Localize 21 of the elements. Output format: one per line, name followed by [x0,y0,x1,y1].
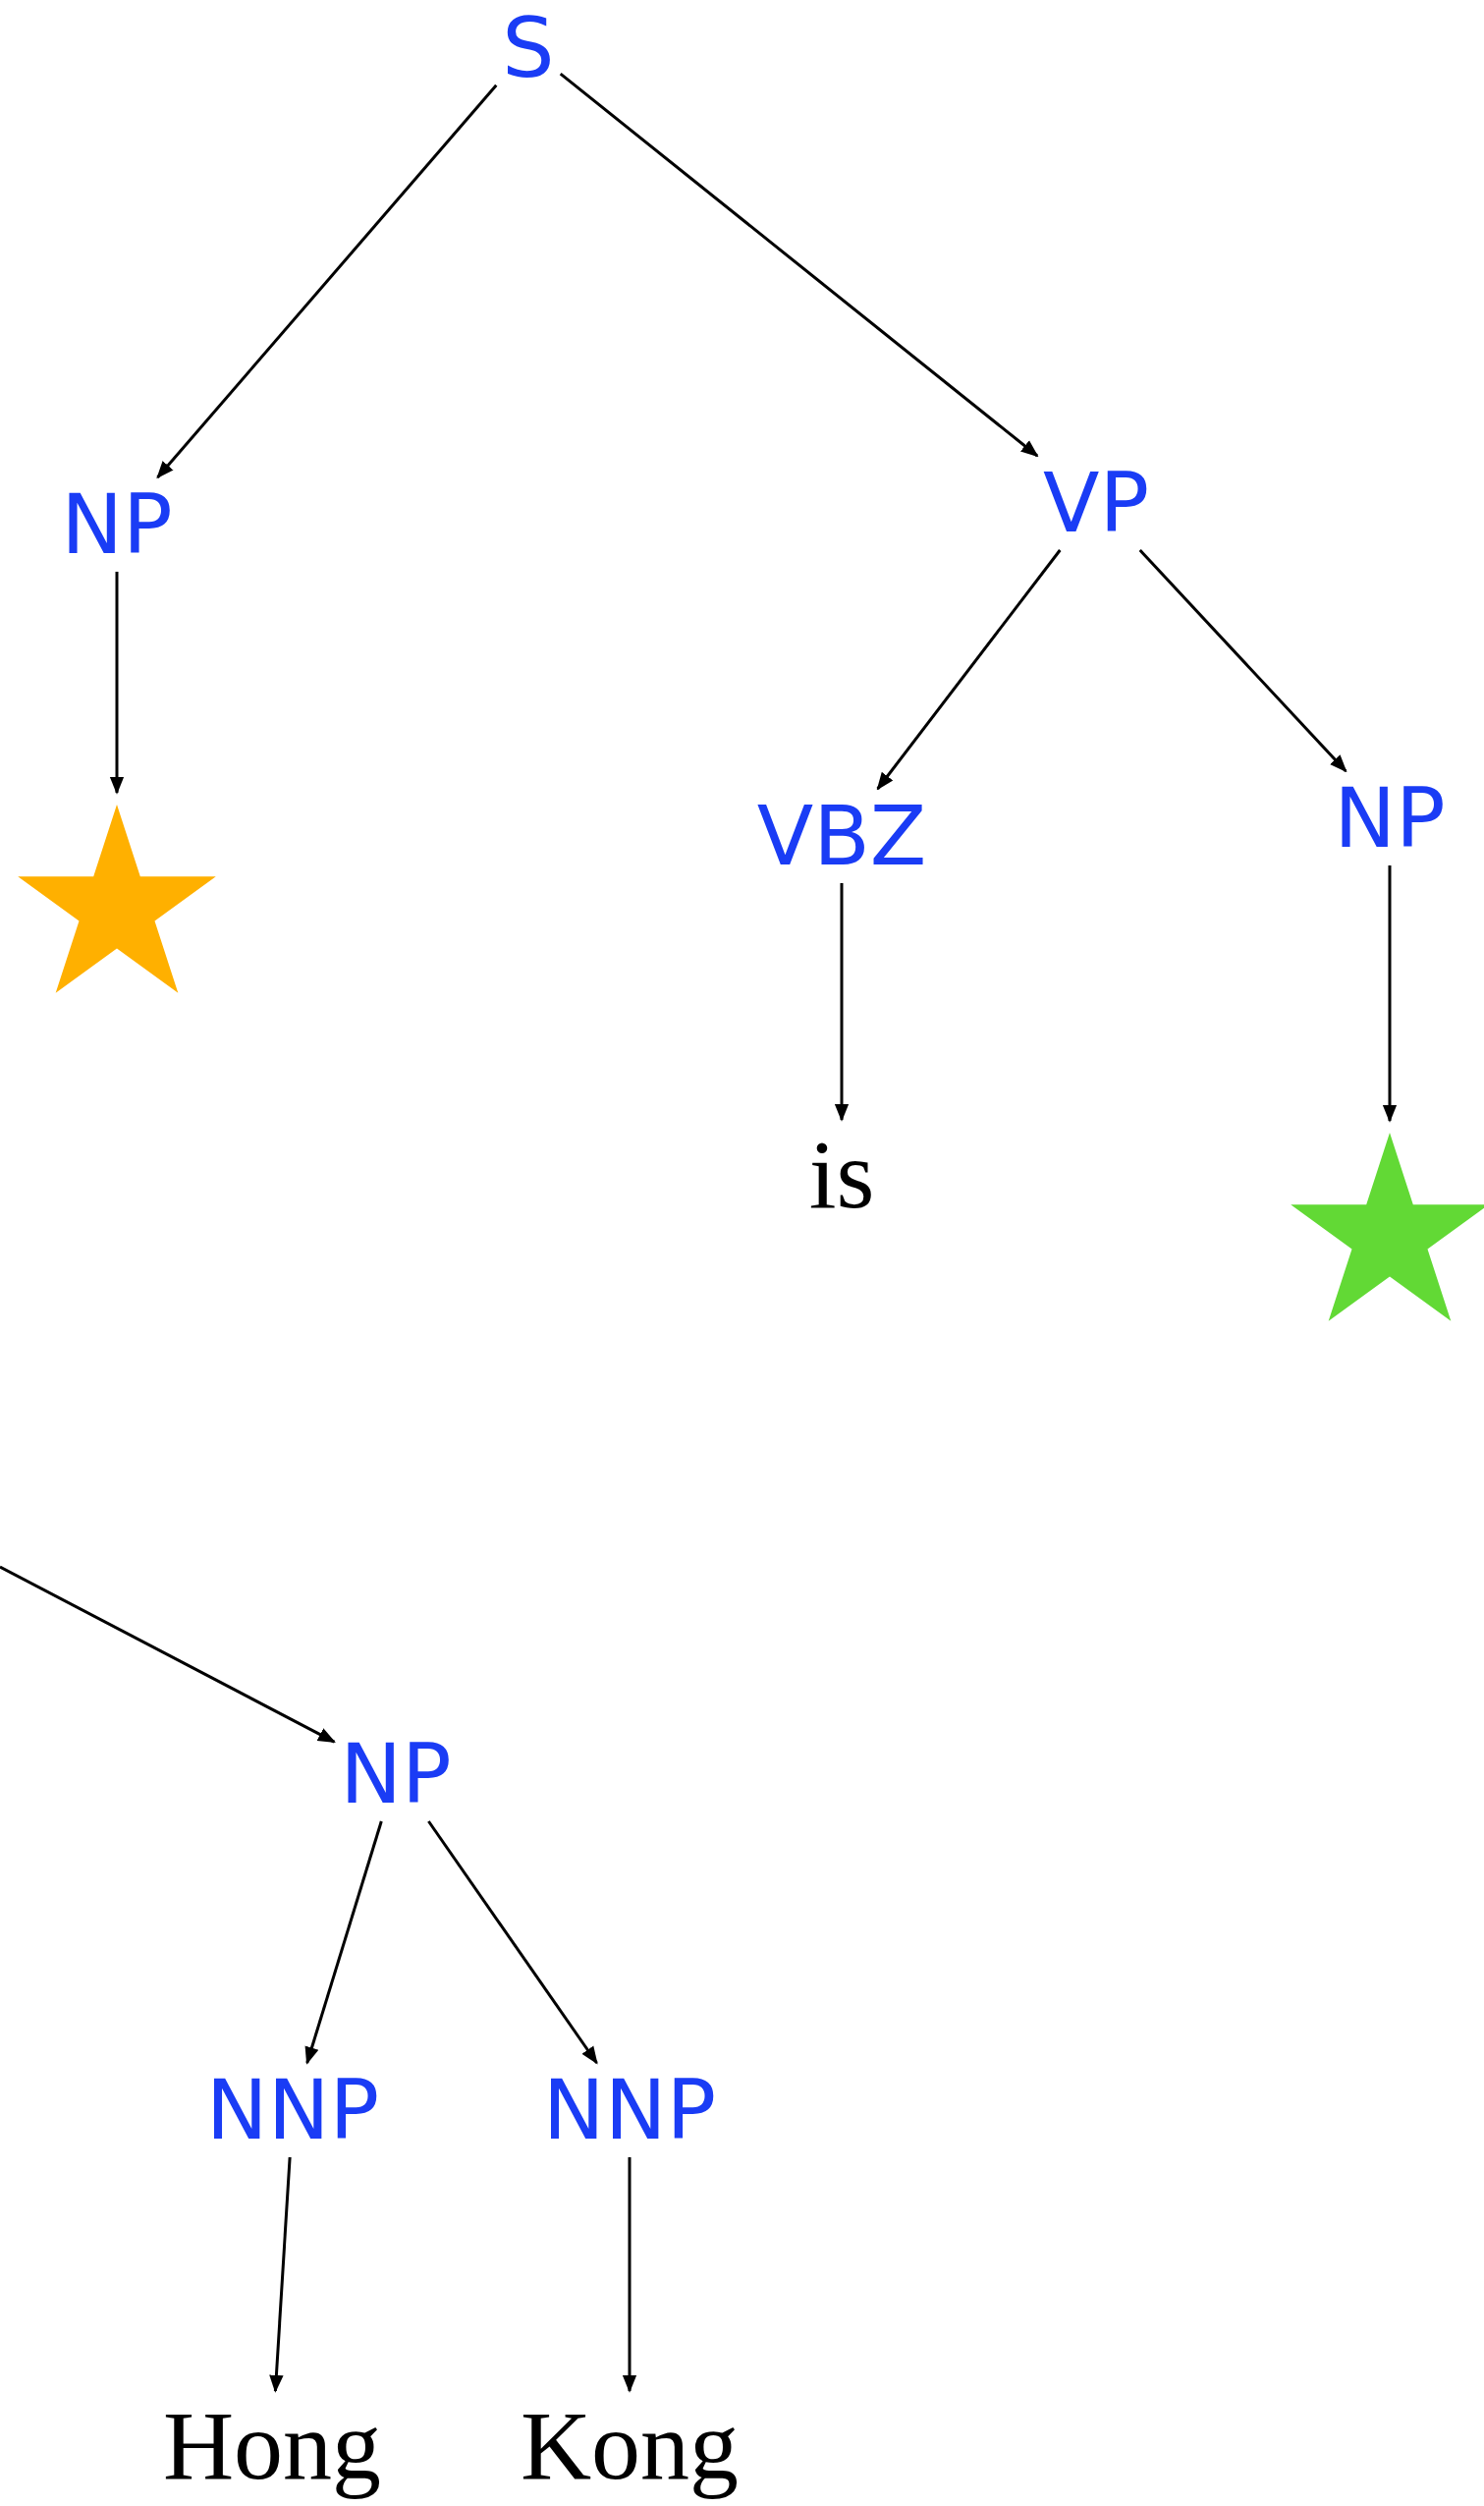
arrow [269,2156,292,2393]
arrow [156,84,498,479]
arrow [304,1820,383,2065]
arrow [427,1820,598,2065]
arrow [1138,548,1347,773]
arrow [1382,865,1398,1123]
arrow [0,1565,336,1744]
tag-label: S [502,7,555,89]
tag-label: VP [1042,462,1150,544]
word-label: is [808,1126,875,1224]
tag-label: NNP [205,2069,380,2151]
tag-label: NNP [542,2069,717,2151]
tag-label: VBZ [756,795,927,877]
tag-label: NP [340,1733,452,1815]
arrow [109,572,125,795]
arrow [834,883,850,1122]
arrow [622,2157,637,2393]
tag-label: NP [61,483,173,566]
arrow [559,73,1039,458]
arrow [876,549,1062,791]
tag-label: NP [1334,777,1446,860]
